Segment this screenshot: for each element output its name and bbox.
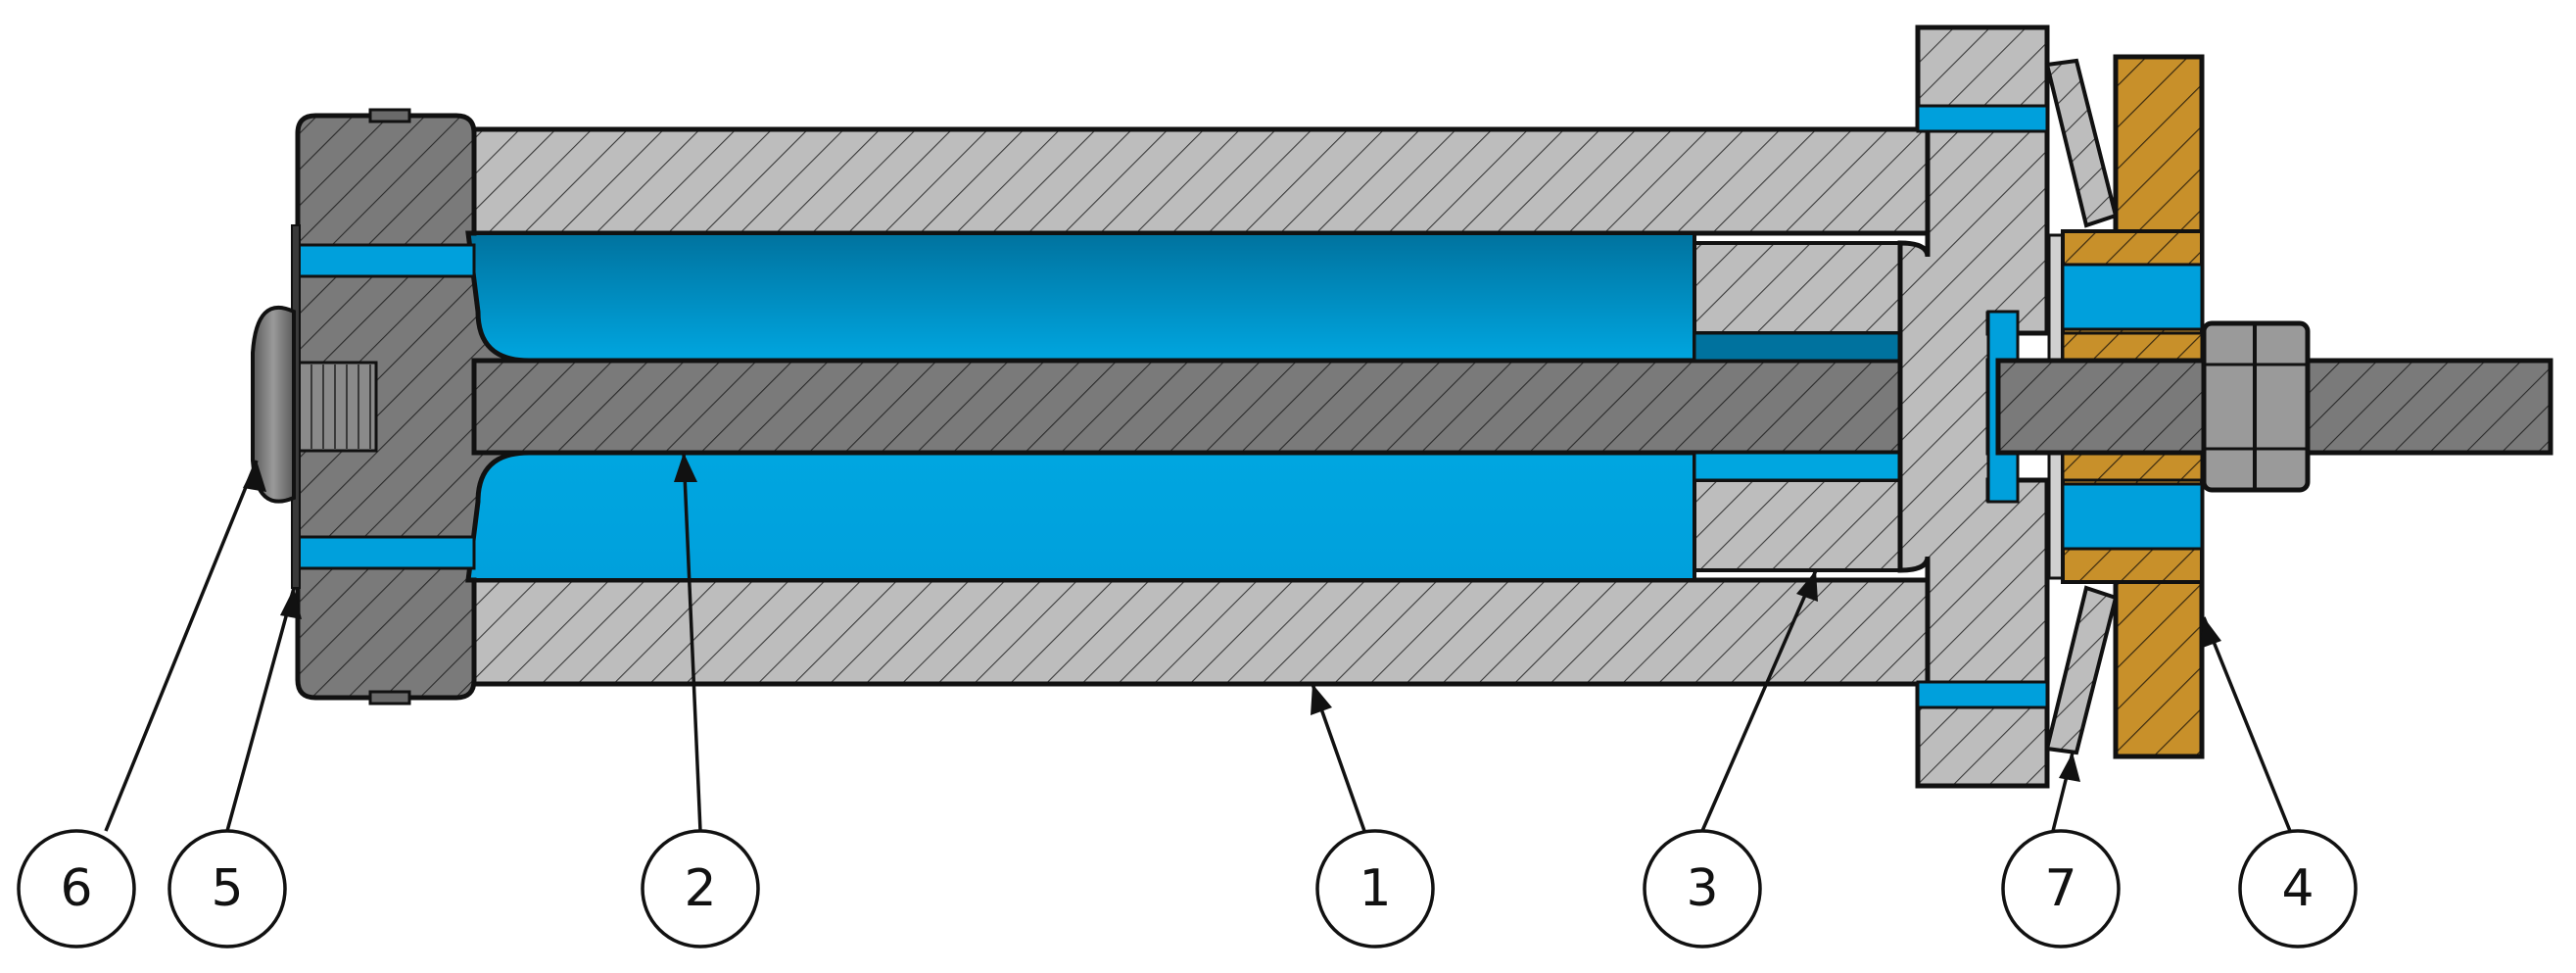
- end-cap-notch-bottom: [368, 690, 411, 705]
- arrowhead-7: [2059, 753, 2080, 782]
- hex-nut: [2201, 320, 2311, 493]
- callout-4: 4: [2238, 829, 2358, 949]
- barrel-wall-top: [465, 126, 1931, 236]
- callout-2: 2: [641, 829, 760, 949]
- callout-5-label: 5: [211, 859, 243, 918]
- plate-port-top: [2061, 263, 2204, 331]
- leader-arrowheads: [243, 453, 2221, 782]
- callouts: 6 5 2 1 3 7 4: [17, 829, 2358, 949]
- callout-4-label: 4: [2281, 859, 2314, 918]
- arrowhead-3: [1796, 570, 1818, 602]
- end-cap-port-top: [296, 243, 476, 278]
- barrel-wall-bottom: [465, 577, 1931, 687]
- arrowhead-2: [674, 453, 697, 482]
- leader-3: [1700, 569, 1818, 832]
- plate-port-bottom: [2061, 482, 2204, 551]
- callout-6: 6: [17, 829, 136, 949]
- gland-lower: [1693, 478, 1930, 572]
- end-cap-notch-top: [368, 108, 411, 123]
- callout-7: 7: [2001, 829, 2121, 949]
- washer-upper: [2044, 58, 2119, 228]
- washer-lower: [2044, 585, 2119, 755]
- callout-3: 3: [1643, 829, 1762, 949]
- leader-4: [2202, 616, 2292, 832]
- callout-1: 1: [1315, 829, 1435, 949]
- flange-port-top: [1916, 104, 2049, 133]
- leader-2: [682, 452, 702, 832]
- knob-screw-head: [251, 305, 296, 504]
- callout-2-label: 2: [684, 859, 716, 918]
- fluid-upper: [465, 231, 1696, 363]
- callout-6-label: 6: [60, 859, 92, 918]
- threaded-bore: [296, 361, 378, 453]
- arrowhead-4: [2200, 617, 2221, 649]
- leader-5: [225, 587, 296, 832]
- arrowhead-5: [280, 588, 302, 619]
- callout-1-label: 1: [1359, 859, 1391, 918]
- callout-7-label: 7: [2044, 859, 2076, 918]
- leader-6: [104, 460, 259, 832]
- fluid-lower: [465, 451, 1696, 582]
- callout-5: 5: [167, 829, 287, 949]
- callout-3-label: 3: [1686, 859, 1718, 918]
- gland-upper: [1693, 241, 1930, 335]
- end-cap-port-bottom: [296, 535, 476, 570]
- thread-lines: [310, 365, 371, 449]
- flange-port-bottom: [1916, 680, 2049, 709]
- cylinder-barrel: [465, 126, 1931, 687]
- arrowhead-6: [243, 461, 266, 492]
- arrowhead-1: [1311, 684, 1332, 715]
